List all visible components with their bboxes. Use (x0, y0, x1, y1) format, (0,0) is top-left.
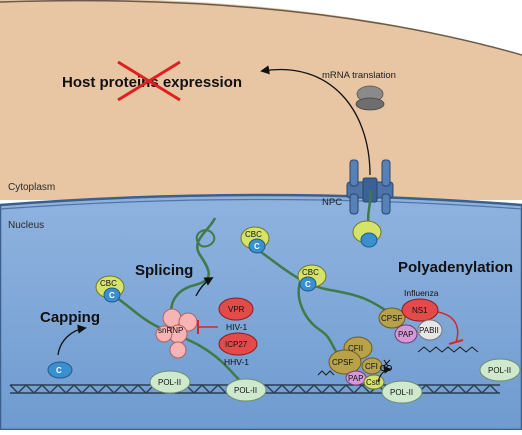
pol2-label-middle: POL-II (234, 386, 257, 395)
cpsf-complex-bottom (328, 349, 362, 375)
cbc-label-export: CBC (245, 230, 262, 239)
cbc-label-poly: CBC (302, 268, 319, 277)
pabii-protein (417, 319, 443, 341)
mrna-strand-poly2 (257, 248, 386, 312)
icp27-protein (218, 332, 258, 356)
polya-tail-bottom (317, 370, 335, 376)
ns1-label: NS1 (412, 306, 428, 315)
cytoplasm-label: Cytoplasm (8, 182, 55, 193)
polya-tail (417, 346, 479, 353)
splicing-arrow (195, 277, 214, 297)
poly-inhibition-line (437, 311, 464, 345)
cap-label-export: C (254, 242, 260, 251)
mrna-strand-splicing (169, 217, 217, 331)
cpsf-label-top: CPSF (381, 314, 402, 323)
cbc-complex-poly (297, 264, 327, 292)
splicing-inhibition-line (197, 320, 218, 334)
polyadenylation-label: Polyadenylation (398, 259, 513, 276)
pol2-far-right (479, 358, 521, 382)
free-cap-icon (47, 361, 73, 379)
mrna-translation-label: mRNA translation (322, 70, 396, 81)
pol2-middle (225, 378, 267, 402)
cbc-complex-pore (352, 220, 382, 248)
vpr-protein (218, 297, 254, 321)
pol2-label-far-right: POL-II (488, 366, 511, 375)
mrna-loop-splicing (195, 229, 216, 248)
snrnp-label: snRNP (158, 326, 183, 335)
translation-arrow (260, 65, 371, 176)
npc-label: NPC (322, 197, 342, 208)
cpsf-complex-top (378, 307, 406, 329)
splicing-label: Splicing (135, 262, 193, 279)
cbc-complex-capping (95, 275, 125, 303)
pol2-label-right: POL-II (390, 388, 413, 397)
cfi-label: CFI (365, 362, 378, 371)
pol2-left (149, 370, 191, 394)
cap-label-poly: C (305, 280, 311, 289)
ribosome-icon (355, 85, 385, 111)
ns1-protein (401, 298, 439, 322)
cross-out-icon (117, 60, 181, 102)
hhv1-label: HHV-1 (224, 357, 249, 367)
influenza-label: Influenza (404, 288, 439, 298)
pol2-label-left: POL-II (158, 378, 181, 387)
cap-label-capping: C (109, 291, 115, 300)
pabii-label: PABII (419, 326, 439, 335)
snrnp-complex (155, 308, 198, 359)
mrna-strand-poly (297, 281, 346, 362)
icp27-label: ICP27 (225, 340, 248, 349)
cfii-label: CFII (348, 344, 363, 353)
vpr-label: VPR (228, 305, 245, 314)
capping-label: Capping (40, 309, 100, 326)
nucleus-label: Nucleus (8, 220, 44, 231)
pol2-right (381, 380, 423, 404)
cbc-label-capping: CBC (100, 279, 117, 288)
cytoplasm-region (0, 0, 522, 200)
pap-label-top: PAP (398, 330, 413, 339)
cstf-label: Cstf (366, 378, 381, 387)
cleavage-arrow (377, 366, 392, 383)
cbc-complex-export (240, 226, 270, 254)
free-cap-label: C (56, 366, 62, 375)
npc-icon (346, 159, 394, 215)
pap-protein-top (394, 324, 418, 344)
hiv1-label: HIV-1 (226, 322, 248, 332)
cpsf-label-bottom: CPSF (332, 358, 353, 367)
capping-arrow (57, 324, 87, 356)
pap-label-bottom: PAP (348, 374, 363, 383)
